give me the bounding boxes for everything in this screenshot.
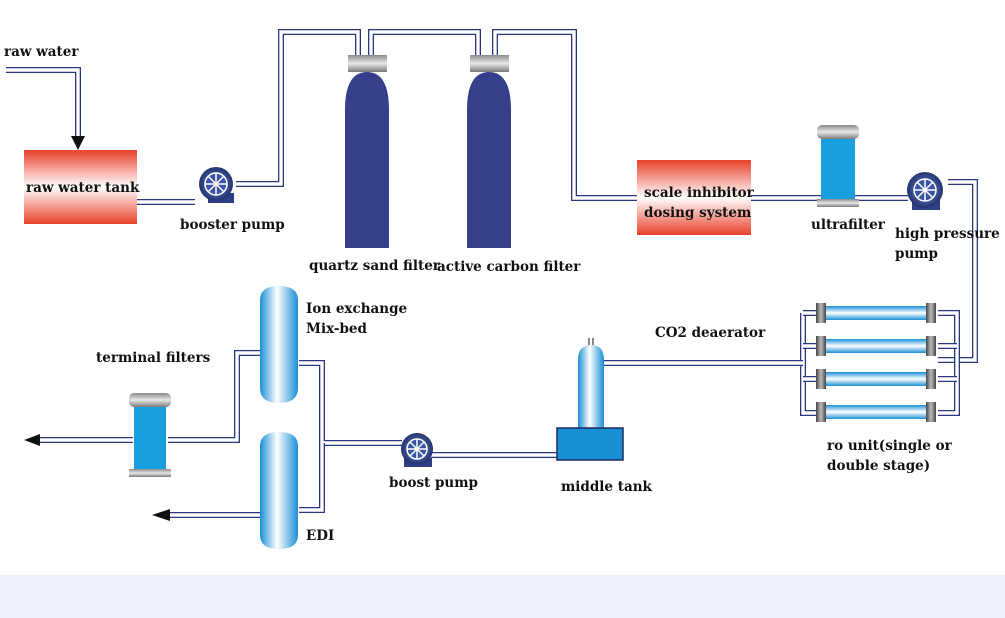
ro-unit [816, 303, 936, 422]
raw-water-tank [24, 150, 137, 224]
co2-deaerator-label: CO2 deaerator [655, 325, 766, 341]
high-pressure-pump-label-line1: high pressure [895, 226, 1000, 242]
active-carbon-filter-label: active carbon filter [437, 259, 581, 275]
boost-pump-label: boost pump [389, 475, 478, 491]
ro-unit-label-line2: double stage) [827, 458, 930, 474]
ion-exchange-label-line2: Mix-bed [306, 321, 368, 337]
boost-pump-icon [401, 433, 433, 467]
co2-deaerator [578, 338, 604, 428]
arrow-down-icon [71, 136, 85, 150]
ion-exchange-mix-bed [260, 286, 298, 403]
middle-tank-label: middle tank [561, 479, 653, 495]
booster-pump-icon [199, 167, 234, 203]
terminal-filters-label: terminal filters [96, 350, 211, 366]
terminal-filter [129, 393, 171, 477]
edi-unit [260, 432, 298, 549]
middle-tank [556, 427, 624, 461]
outlet-arrow-icon [24, 434, 40, 446]
high-pressure-pump-label-line2: pump [895, 246, 938, 262]
active-carbon-filter [467, 55, 511, 248]
scale-inhibitor-dosing-system [637, 160, 751, 235]
footer-band [0, 575, 1005, 618]
booster-pump-label: booster pump [180, 217, 285, 233]
outlet-arrow-icon [152, 509, 170, 521]
ion-exchange-label-line1: Ion exchange [306, 301, 407, 317]
high-pressure-pump-icon [907, 172, 943, 210]
raw-water-tank-label: raw water tank [26, 180, 140, 196]
scale-inhibitor-label-line1: scale inhibitor [644, 185, 755, 201]
raw-water-label: raw water [4, 44, 79, 60]
ultrafilter-label: ultrafilter [811, 217, 886, 233]
quartz-sand-filter-label: quartz sand filter [309, 258, 441, 274]
edi-label: EDI [306, 528, 334, 544]
ultrafilter [817, 125, 859, 207]
ro-unit-label-line1: ro unit(single or [827, 438, 953, 454]
pipe-network [6, 29, 978, 518]
scale-inhibitor-label-line2: dosing system [644, 205, 751, 221]
quartz-sand-filter [345, 55, 389, 248]
